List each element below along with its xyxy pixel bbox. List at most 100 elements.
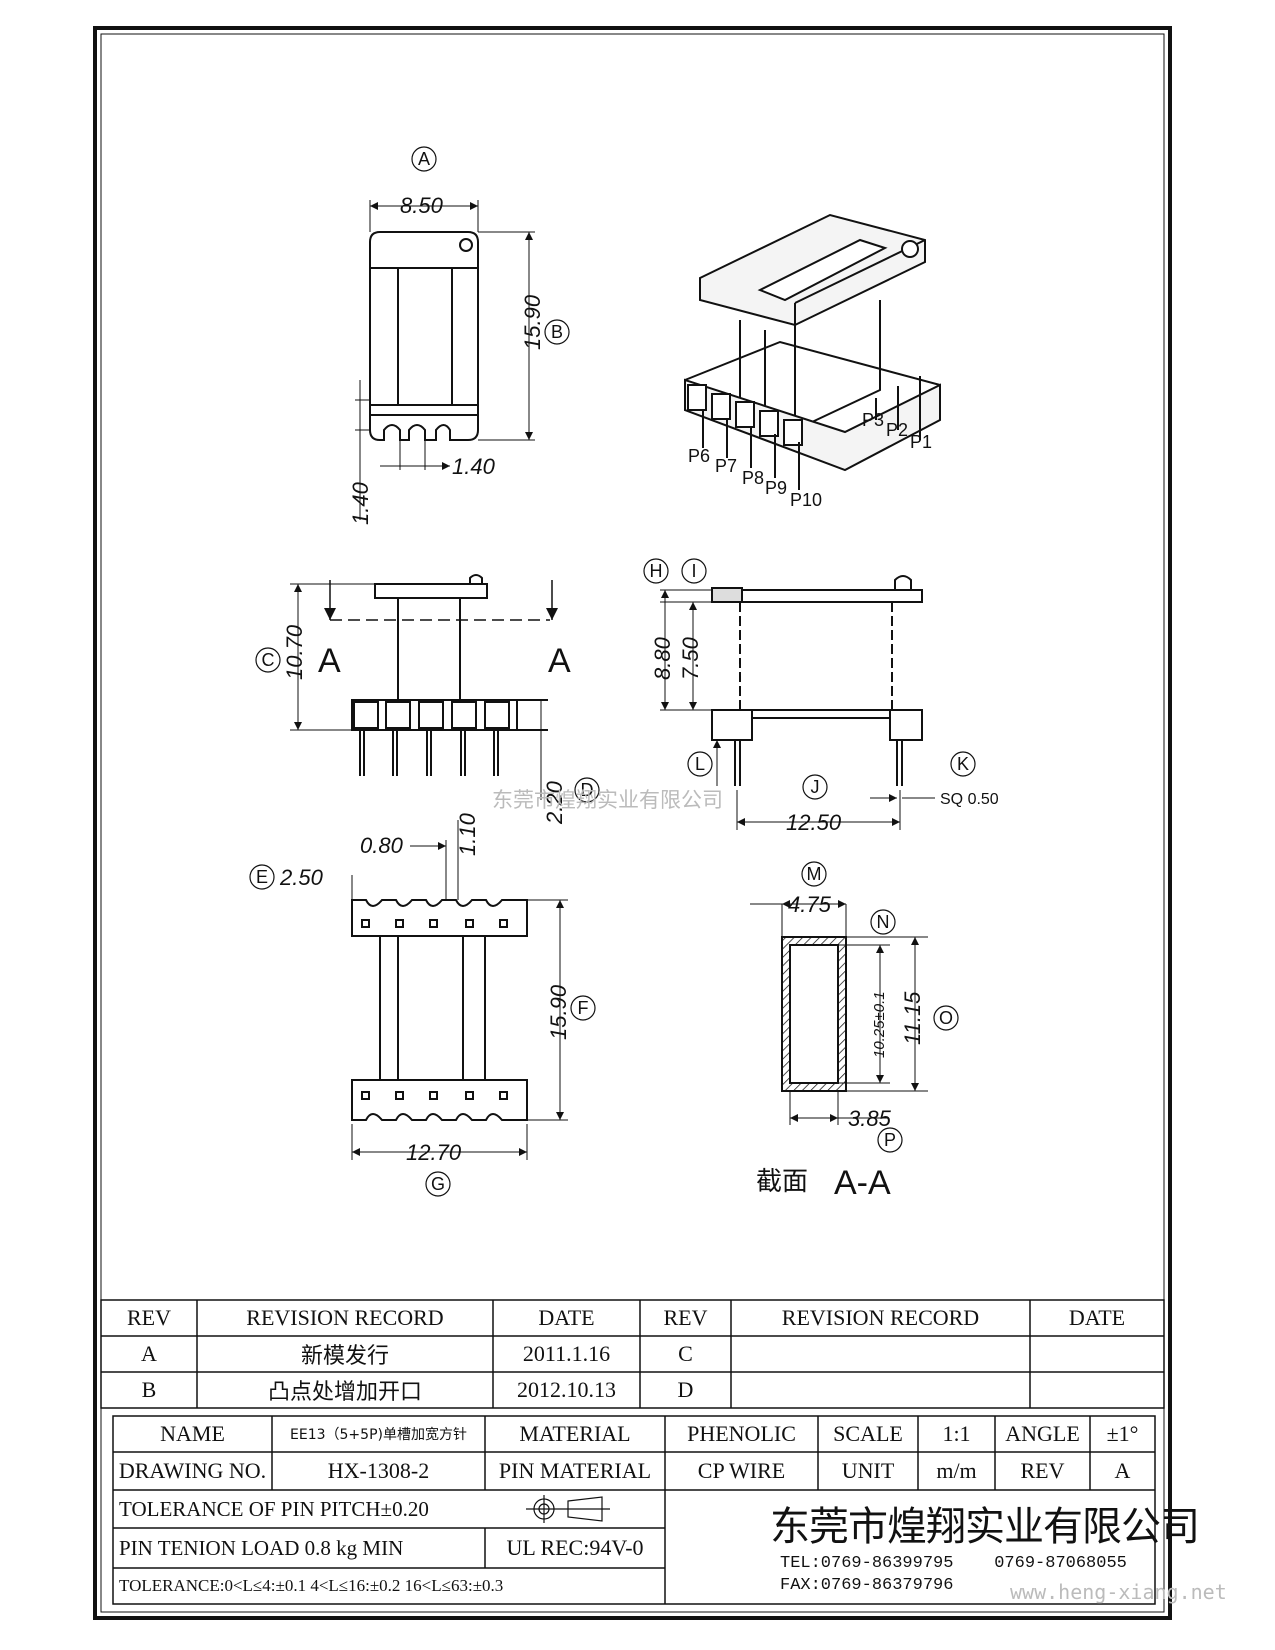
section-caption-aa: A-A	[834, 1164, 891, 1202]
rev-header-1: REV	[127, 1305, 171, 1330]
name-label: NAME	[160, 1421, 225, 1446]
pin-p10: P10	[790, 490, 822, 510]
watermark-center: 东莞市煌翔实业有限公司	[492, 788, 723, 812]
revision-record-a: 新模发行	[300, 1344, 389, 1369]
rev-value: A	[1114, 1458, 1131, 1483]
projection-symbol	[526, 1495, 610, 1523]
tolerance-ranges: TOLERANCE:0<L≤4:±0.1 4<L≤16:±0.2 16<L≤63…	[119, 1576, 504, 1595]
material-label: MATERIAL	[519, 1421, 631, 1446]
dim-section-385: 3.85	[848, 1106, 892, 1131]
ref-a: A	[418, 149, 430, 169]
pin-p7: P7	[715, 456, 737, 476]
pin-p1: P1	[910, 432, 932, 452]
ref-l: L	[695, 754, 705, 774]
iso-pin-labels: P6 P7 P8 P9 P10 P3 P2 P1	[688, 410, 932, 510]
scale-value: 1:1	[942, 1421, 971, 1446]
ref-k: K	[957, 754, 969, 774]
revision-table-grid	[100, 1299, 1165, 1409]
pin-tension-load: PIN TENION LOAD 0.8 kg MIN	[119, 1535, 404, 1560]
revision-record-header-1: REVISION RECORD	[246, 1305, 444, 1330]
front-view-labels: C 10.70 A A 2.20 D	[255, 624, 600, 825]
section-view-labels: M 4.75 N 10.25±0.1 11.15 O 3.85 P 截面 A-A	[756, 861, 959, 1202]
front-view	[290, 574, 558, 800]
pin-p9: P9	[765, 478, 787, 498]
date-b: 2012.10.13	[517, 1377, 616, 1402]
iso-view	[684, 213, 941, 490]
rev-a: A	[141, 1341, 157, 1366]
dim-section-1115: 11.15	[900, 991, 925, 1045]
ref-h: H	[650, 561, 663, 581]
section-caption: 截面	[756, 1167, 808, 1197]
pin-p3: P3	[862, 410, 884, 430]
ref-i: I	[691, 561, 696, 581]
name-value: EE13（5+5P)单槽加宽方针	[290, 1427, 467, 1443]
dim-sq-050: SQ 0.50	[940, 791, 999, 808]
outer-frame	[93, 26, 1172, 1620]
rev-label: REV	[1020, 1458, 1065, 1483]
top-view-labels: A 8.50 15.90 B 1.40 1.40	[348, 146, 570, 525]
dim-pitch-080: 0.80	[360, 833, 404, 858]
pin-p6: P6	[688, 446, 710, 466]
ref-m: M	[807, 864, 822, 884]
dim-base-140: 1.40	[348, 481, 373, 525]
pin-material-label: PIN MATERIAL	[498, 1458, 652, 1483]
pin-p8: P8	[742, 468, 764, 488]
dim-width-1270: 12.70	[406, 1140, 462, 1165]
dim-height-1590: 15.90	[520, 294, 545, 350]
ref-f: F	[578, 998, 589, 1018]
ref-g: G	[431, 1174, 445, 1194]
revision-record-b: 凸点处增加开口	[267, 1380, 422, 1405]
dim-height-880: 8.80	[650, 636, 675, 680]
side-view	[660, 575, 935, 830]
dim-width-850: 8.50	[400, 193, 444, 218]
company-tel: TEL:0769-86399795 0769-87068055	[780, 1554, 1127, 1573]
dim-section-1025: 10.25±0.1	[871, 991, 888, 1058]
date-a: 2011.1.16	[522, 1341, 611, 1366]
date-header-1: DATE	[538, 1305, 595, 1330]
section-mark-right: A	[548, 642, 571, 680]
angle-label: ANGLE	[1005, 1421, 1080, 1446]
rev-c: C	[678, 1341, 693, 1366]
revision-record-header-2: REVISION RECORD	[781, 1305, 980, 1330]
rev-d: D	[677, 1377, 694, 1402]
drawing-no-label: DRAWING NO.	[118, 1458, 267, 1483]
dim-height-1070: 10.70	[282, 624, 307, 680]
tolerance-pin-pitch: TOLERANCE OF PIN PITCH±0.20	[119, 1496, 429, 1521]
dim-slot-140: 1.40	[452, 454, 496, 479]
ref-o: O	[939, 1008, 953, 1028]
dim-height-1590-bottom: 15.90	[546, 984, 571, 1040]
pin-p2: P2	[886, 420, 908, 440]
scale-label: SCALE	[833, 1421, 903, 1446]
unit-value: m/m	[936, 1458, 977, 1483]
section-view	[750, 900, 928, 1125]
company-name: 东莞市煌翔实业有限公司	[770, 1504, 1200, 1550]
section-mark-left: A	[318, 642, 341, 680]
bottom-view-labels: E 2.50 0.80 1.10 15.90 F 12.70 G	[249, 812, 596, 1197]
material-value: PHENOLIC	[687, 1421, 796, 1446]
title-block-grid	[112, 1415, 1156, 1605]
ref-p: P	[884, 1130, 896, 1150]
dim-pin-110: 1.10	[455, 812, 480, 856]
dim-width-1250: 12.50	[786, 810, 842, 835]
watermark-url: www.heng-xiang.net	[1010, 1580, 1227, 1604]
dim-pin-220: 2.20	[542, 780, 567, 825]
angle-value: ±1°	[1106, 1421, 1139, 1446]
dim-section-475: 4.75	[788, 892, 832, 917]
date-header-2: DATE	[1068, 1305, 1126, 1330]
ul-rec: UL REC:94V-0	[506, 1535, 644, 1560]
ref-e: E	[256, 867, 268, 887]
drawing-no-value: HX-1308-2	[327, 1458, 430, 1483]
ref-j: J	[811, 777, 820, 797]
pin-material-value: CP WIRE	[697, 1458, 786, 1483]
inner-frame	[100, 33, 1165, 1613]
top-view	[355, 200, 535, 520]
side-view-labels: H I 8.80 7.50 L J 12.50 K SQ 0.50	[643, 558, 999, 835]
company-fax: FAX:0769-86379796	[780, 1576, 954, 1595]
ref-b: B	[551, 322, 563, 342]
bottom-view	[351, 820, 568, 1160]
dim-height-750: 7.50	[678, 636, 703, 680]
rev-b: B	[141, 1377, 157, 1402]
unit-label: UNIT	[841, 1458, 895, 1483]
